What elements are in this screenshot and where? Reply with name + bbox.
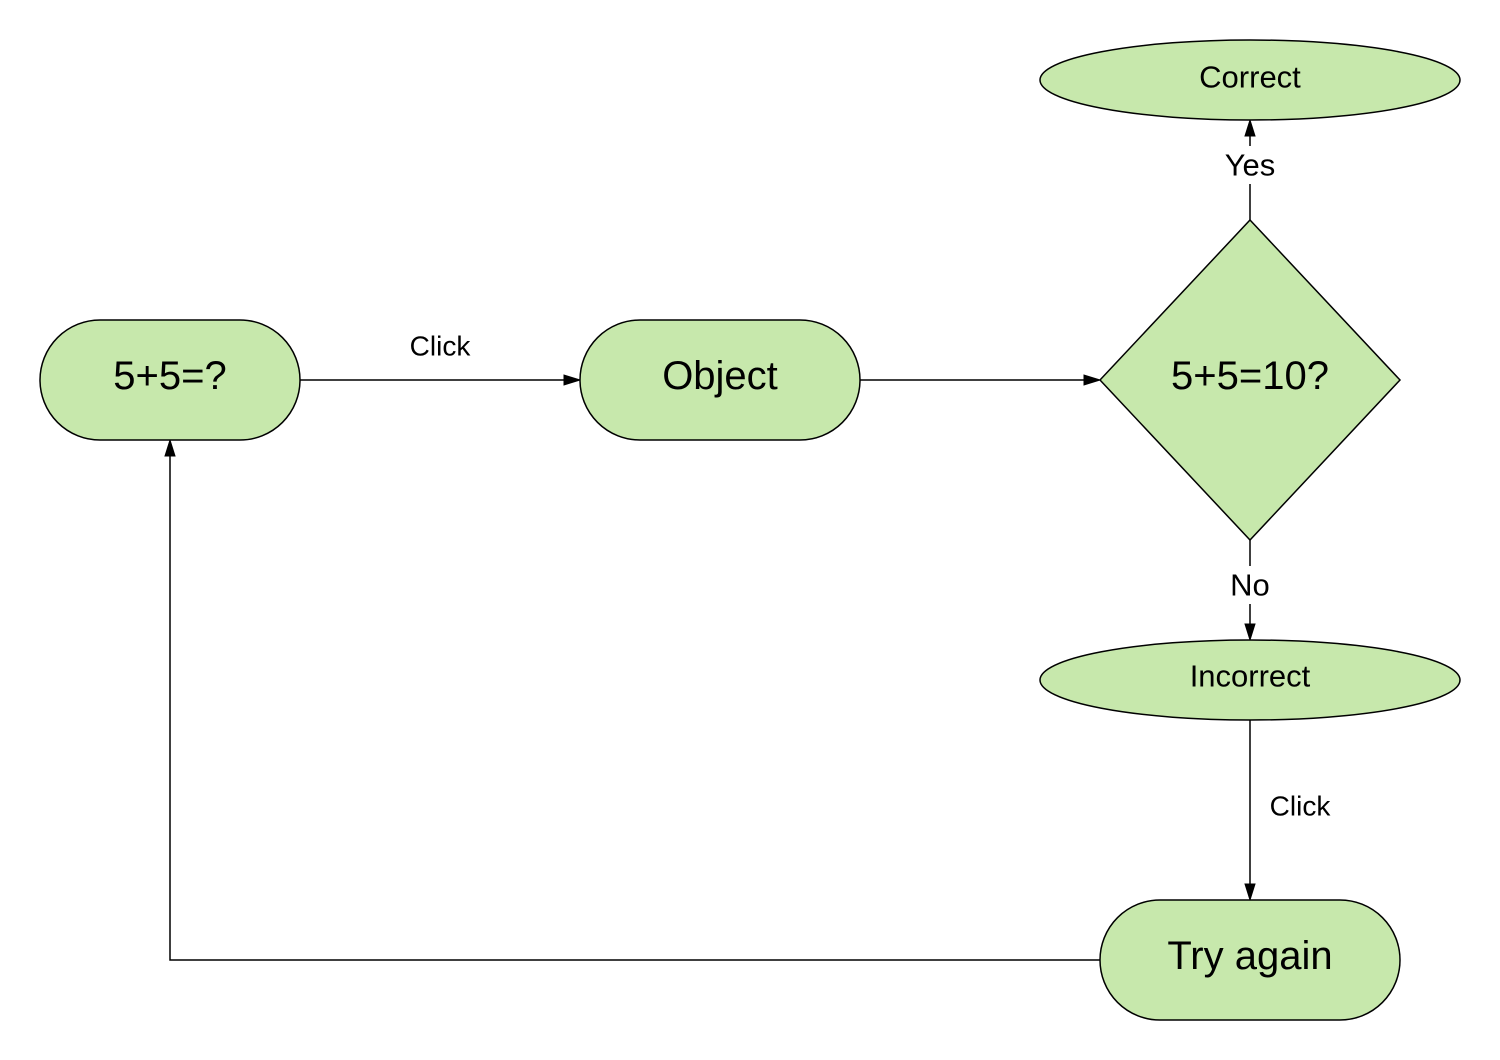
decision-diamond — [1098, 218, 1402, 542]
node-shape — [1099, 899, 1401, 1021]
edge-line — [169, 454, 1100, 961]
arrowhead — [164, 438, 176, 457]
edge-try-again-to-question — [164, 438, 1100, 961]
node-shape — [579, 319, 861, 441]
node-correct: Correct — [1039, 39, 1461, 121]
arrowhead — [1244, 623, 1256, 642]
edge-label-background — [1216, 146, 1284, 184]
edge-label-click-1: Click — [410, 331, 472, 362]
edge-label-background — [1222, 566, 1278, 604]
arrowhead — [1244, 118, 1256, 137]
arrowhead — [1244, 883, 1256, 902]
node-question: 5+5=? — [39, 319, 301, 441]
node-decision: 5+5=10? — [1098, 218, 1402, 542]
node-label-correct: Correct — [1199, 60, 1301, 95]
node-label-try-again: Try again — [1167, 934, 1332, 978]
node-incorrect: Incorrect — [1039, 639, 1461, 721]
edge-incorrect-to-try-again: Click — [1244, 720, 1332, 902]
node-shape — [1039, 639, 1461, 721]
node-shape — [39, 319, 301, 441]
arrowhead — [1083, 374, 1102, 386]
edge-label-no: No — [1230, 568, 1270, 603]
node-label-incorrect: Incorrect — [1190, 659, 1311, 694]
node-object: Object — [579, 319, 861, 441]
edge-object-to-decision — [860, 374, 1102, 386]
edge-label-yes: Yes — [1225, 148, 1276, 183]
node-label-question: 5+5=? — [113, 354, 226, 398]
node-label-decision: 5+5=10? — [1171, 354, 1329, 398]
node-label-object: Object — [662, 354, 778, 398]
node-try-again: Try again — [1099, 899, 1401, 1021]
edge-label-click-2: Click — [1270, 791, 1332, 822]
arrowhead — [563, 374, 582, 386]
node-shape — [1039, 39, 1461, 121]
edge-decision-to-correct: Yes — [1216, 118, 1284, 220]
edge-decision-to-incorrect: No — [1222, 540, 1278, 642]
edge-question-to-object: Click — [300, 331, 582, 386]
